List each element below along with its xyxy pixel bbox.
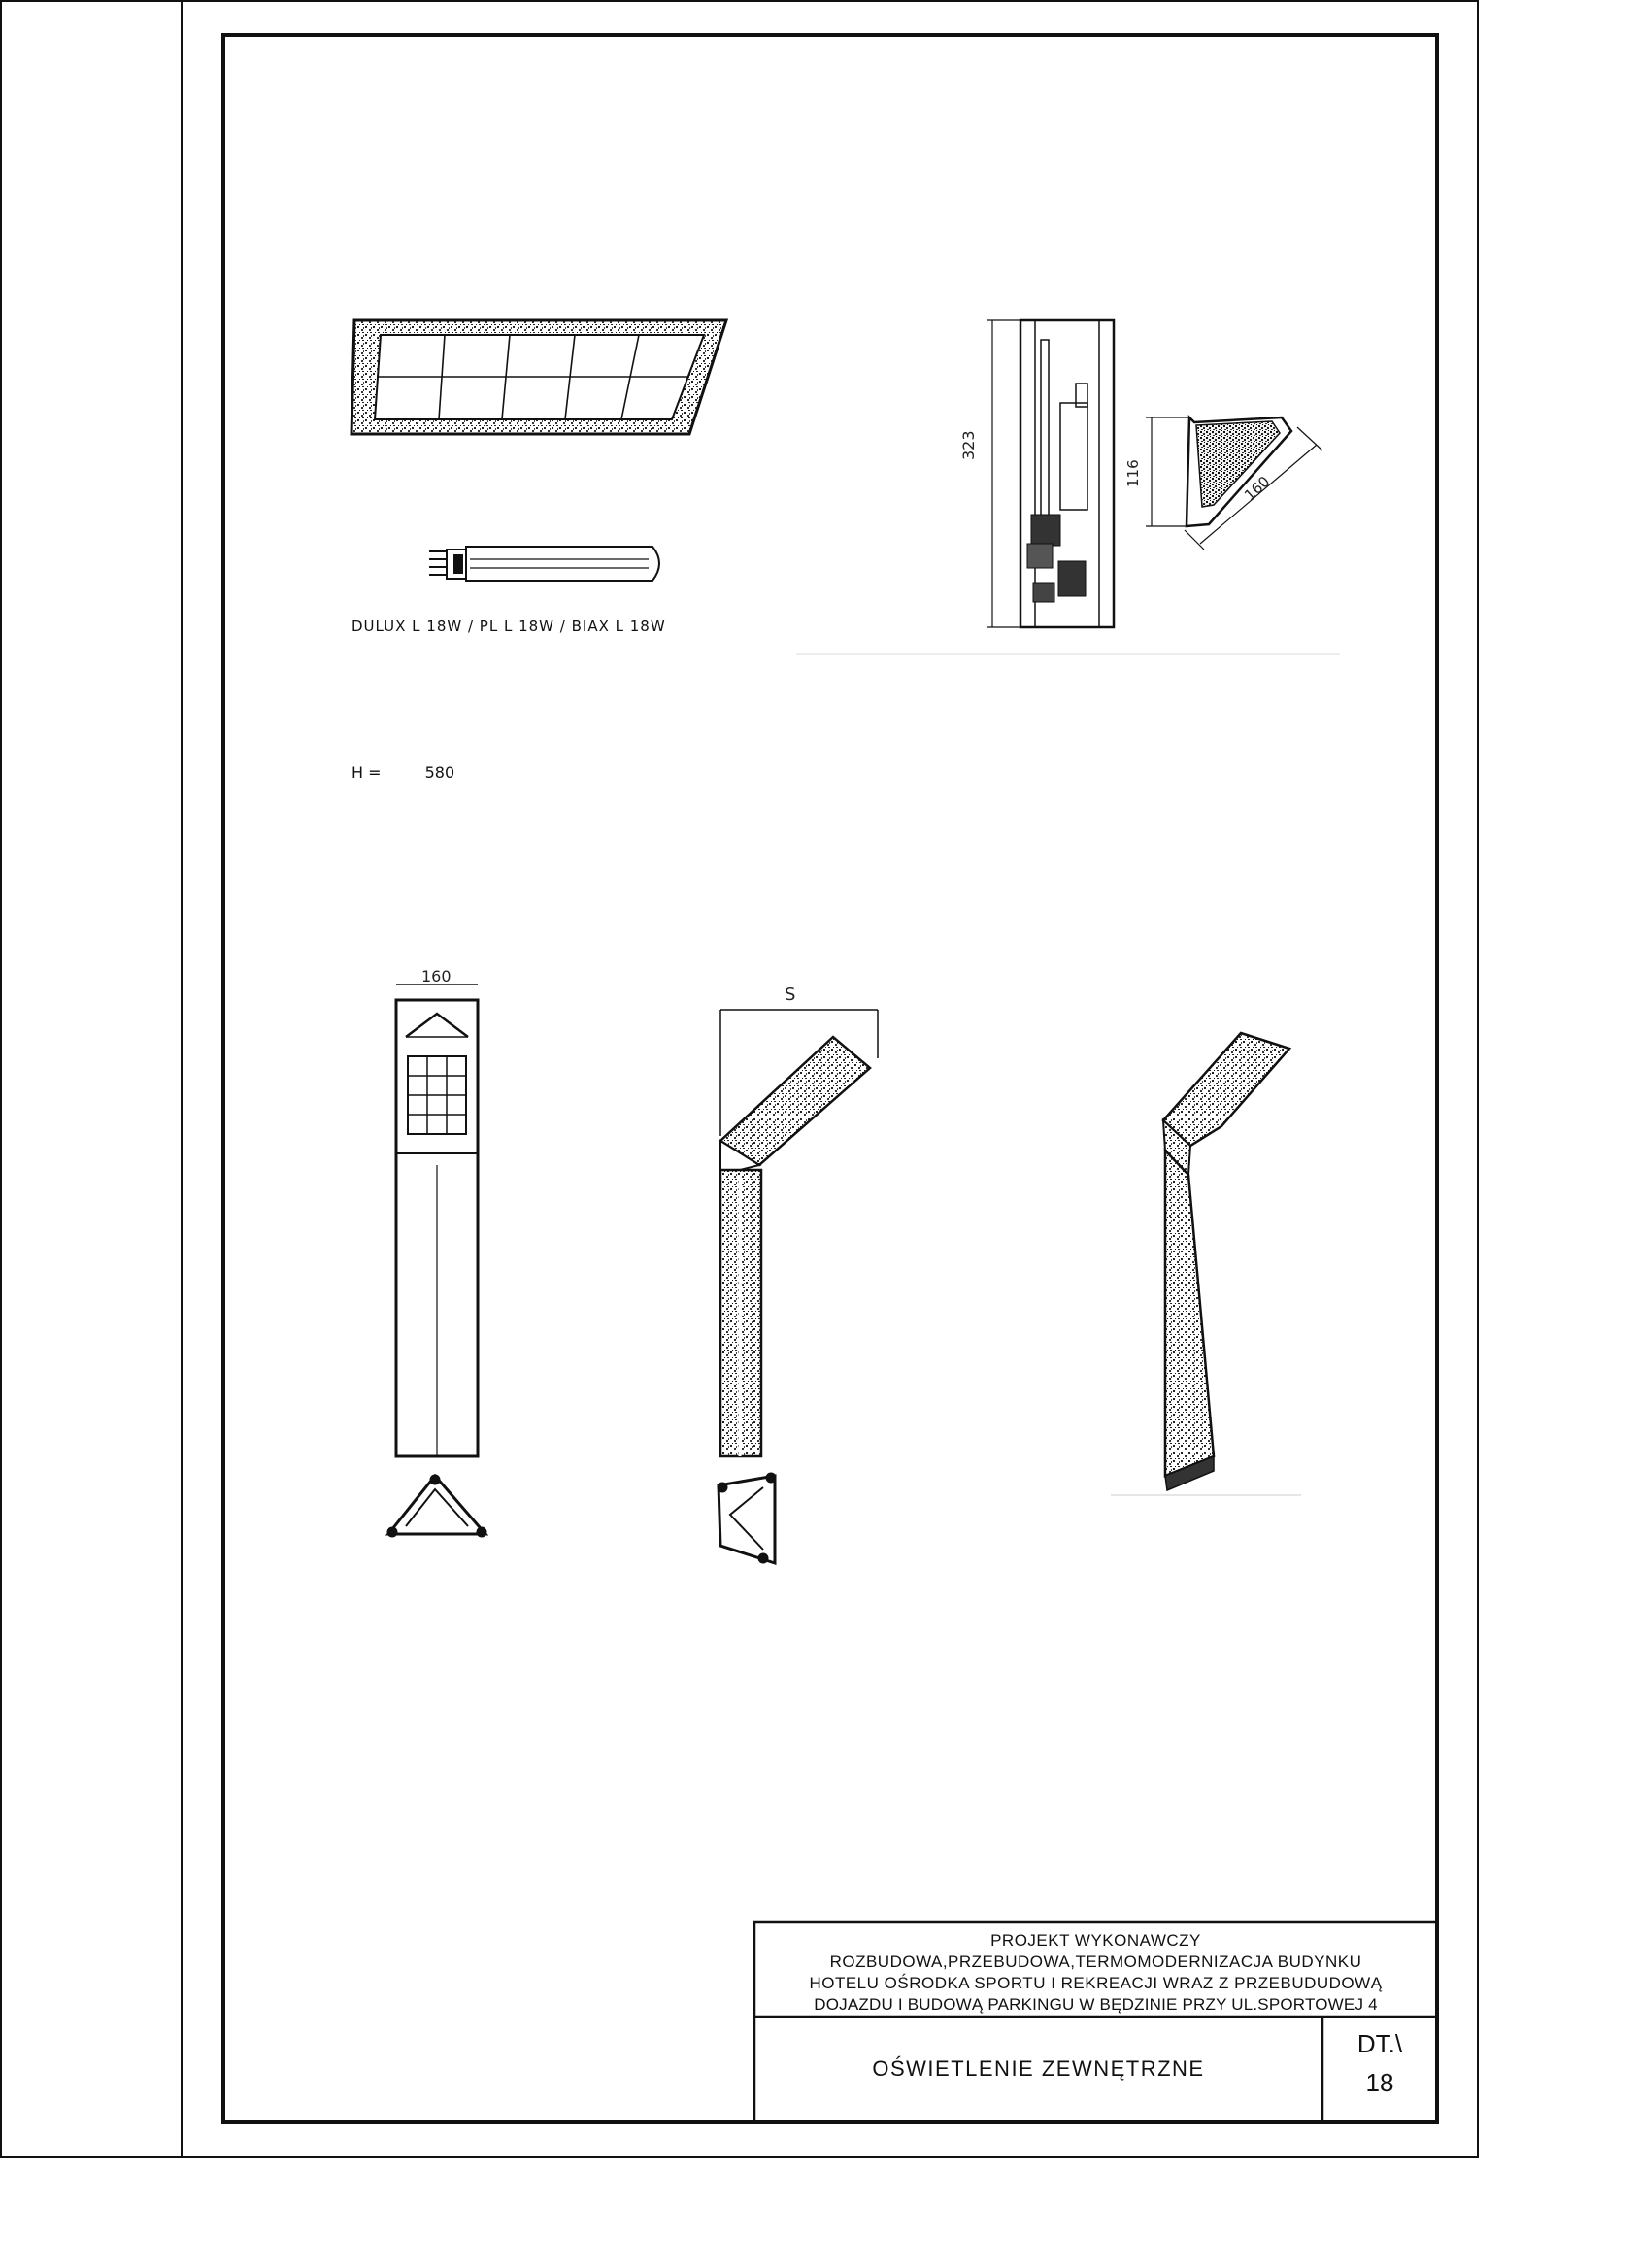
bollard-front-plan [385, 1473, 489, 1538]
lamp-tube-drawing [429, 546, 660, 582]
bollard-side-view [718, 1009, 879, 1458]
height-label: H = 580 [351, 763, 454, 782]
drawing-title: OŚWIETLENIE ZEWNĘTRZNE [872, 2056, 1205, 2081]
title-block-frame [753, 1920, 1439, 2124]
title-block-line-3: DOJAZDU I BUDOWĄ PARKINGU W BĘDZINIE PRZ… [814, 1995, 1378, 2014]
bollard-perspective [1161, 1031, 1292, 1492]
sheet-number: 18 [1365, 2068, 1394, 2097]
dim-bollard-width: 160 [421, 967, 452, 985]
cross-section [1146, 415, 1323, 550]
title-block-header: PROJEKT WYKONAWCZY [990, 1931, 1201, 1950]
luminaire-grid-view [350, 318, 729, 436]
title-block-line-2: HOTELU OŚRODKA SPORTU I REKREACJI WRAZ Z… [809, 1974, 1383, 1992]
title-block-line-1: ROZBUDOWA,PRZEBUDOWA,TERMOMODERNIZACJA B… [829, 1952, 1362, 1971]
dim-housing-height: 323 [959, 430, 978, 460]
bollard-front-view [394, 984, 480, 1458]
lamp-type-label: DULUX L 18W / PL L 18W / BIAX L 18W [351, 617, 666, 635]
sheet-code: DT.\ [1356, 2029, 1403, 2058]
housing-elevation [987, 318, 1116, 629]
dim-section-height: 116 [1124, 459, 1142, 487]
height-value: 580 [424, 763, 455, 782]
dim-offset-s: S [785, 984, 796, 1005]
bollard-side-plan [717, 1472, 777, 1566]
height-prefix: H = [351, 763, 382, 782]
